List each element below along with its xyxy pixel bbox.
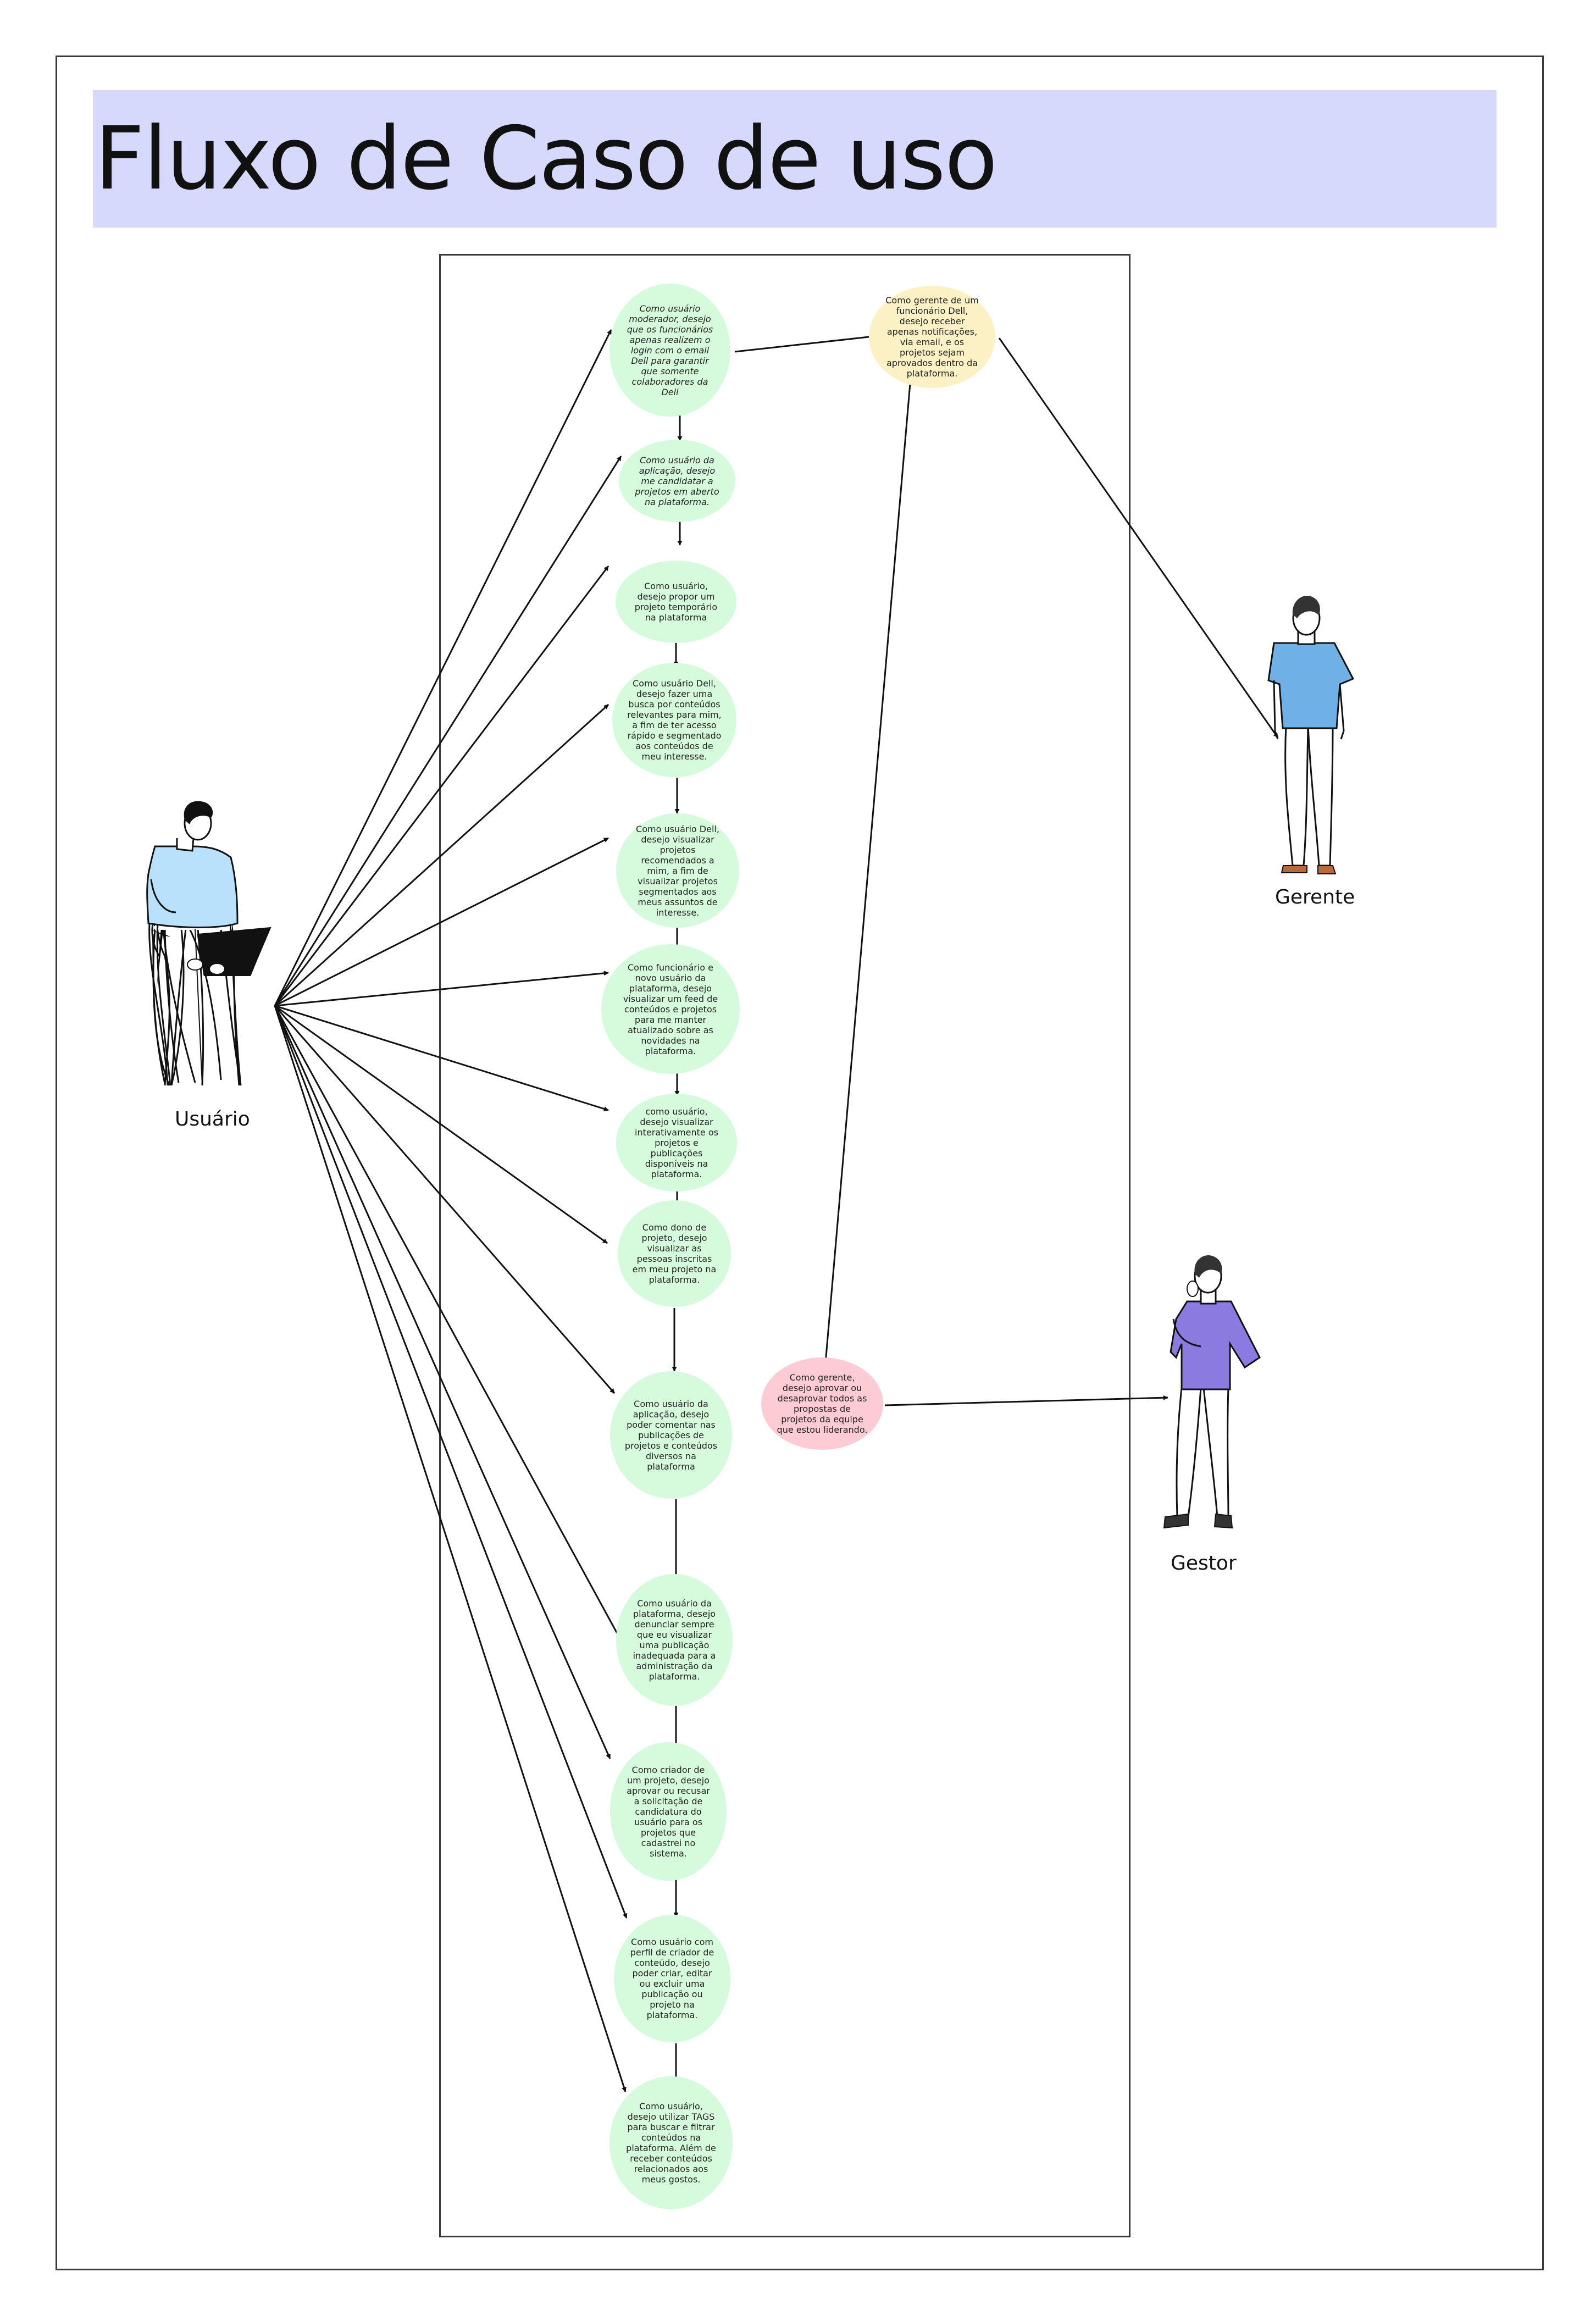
edge-usuario-use-case-4 — [274, 703, 609, 1007]
system-boundary — [439, 254, 1130, 2237]
edge-usuario-use-case-12 — [274, 1005, 628, 1919]
use-case-3[interactable]: Como usuário, desejo propor um projeto t… — [616, 561, 736, 643]
use-case-7-text: como usuário, desejo visualizar interati… — [635, 1106, 718, 1179]
use-case-gestor-approval-text: Como gerente, desejo aprovar ou desaprov… — [777, 1372, 868, 1435]
use-case-gerente-notifications[interactable]: Como gerente de um funcionário Dell, des… — [869, 286, 995, 388]
use-case-10-text: Como usuário da plataforma, desejo denun… — [633, 1598, 716, 1682]
use-case-8[interactable]: Como dono de projeto, desejo visualizar … — [618, 1200, 731, 1307]
edge-usuario-use-case-3 — [274, 566, 609, 1006]
use-case-2-text: Como usuário da aplicação, desejo me can… — [635, 455, 719, 507]
use-case-13[interactable]: Como usuário, desejo utilizar TAGS para … — [609, 2076, 733, 2209]
page-frame — [56, 56, 1544, 2270]
edge-usuario-use-case-13 — [274, 1005, 627, 2092]
use-case-7[interactable]: como usuário, desejo visualizar interati… — [616, 1094, 737, 1192]
use-case-3-text: Como usuário, desejo propor um projeto t… — [634, 581, 718, 623]
edge-usuario-use-case-2 — [274, 456, 622, 1006]
person-with-laptop-icon — [146, 801, 271, 1086]
use-case-gestor-approval[interactable]: Como gerente, desejo aprovar ou desaprov… — [761, 1357, 883, 1450]
page-title: Fluxo de Caso de uso — [95, 108, 997, 209]
edge-usuario-use-case-8 — [274, 1005, 608, 1244]
standing-man-icon — [1267, 596, 1355, 874]
use-case-9-text: Como usuário da aplicação, desejo poder … — [624, 1398, 718, 1472]
use-case-12-text: Como usuário com perfil de criador de co… — [630, 1937, 714, 2020]
use-case-2[interactable]: Como usuário da aplicação, desejo me can… — [619, 440, 735, 522]
thinking-man-icon — [1163, 1255, 1261, 1529]
edge-usuario-use-case-5 — [274, 837, 609, 1007]
use-case-11-text: Como criador de um projeto, desejo aprov… — [627, 1764, 710, 1859]
use-case-5[interactable]: Como usuário Dell, desejo visualizar pro… — [616, 813, 739, 928]
use-case-1-text: Como usuário moderador, desejo que os fu… — [627, 303, 713, 397]
actor-label-usuario: Usuário — [175, 1108, 250, 1130]
edge-usuario-use-case-9 — [274, 1005, 616, 1394]
edge-usuario-use-case-6 — [274, 971, 609, 1007]
use-case-11[interactable]: Como criador de um projeto, desejo aprov… — [610, 1742, 727, 1881]
use-case-5-text: Como usuário Dell, desejo visualizar pro… — [636, 823, 719, 918]
actor-label-gestor: Gestor — [1171, 1552, 1237, 1575]
use-case-6[interactable]: Como funcionário e novo usuário da plata… — [601, 944, 740, 1074]
edge-case1-to-gerente-case — [734, 334, 874, 353]
actor-label-gerente: Gerente — [1275, 886, 1355, 908]
edge-gerente-case-to-gestor-case — [823, 370, 912, 1364]
edge-gestor-case-to-gestor — [884, 1395, 1168, 1406]
edge-usuario-use-case-11 — [274, 1005, 611, 1759]
use-case-9[interactable]: Como usuário da aplicação, desejo poder … — [610, 1371, 732, 1499]
use-case-6-text: Como funcionário e novo usuário da plata… — [623, 962, 718, 1056]
edge-usuario-use-case-7 — [274, 1005, 609, 1111]
use-case-10[interactable]: Como usuário da plataforma, desejo denun… — [616, 1574, 733, 1706]
edge-usuario-use-case-1 — [274, 329, 612, 1006]
use-case-1[interactable]: Como usuário moderador, desejo que os fu… — [609, 284, 730, 417]
use-case-8-text: Como dono de projeto, desejo visualizar … — [632, 1222, 717, 1285]
use-case-4[interactable]: Como usuário Dell, desejo fazer uma busc… — [612, 663, 736, 777]
use-case-gerente-notifications-text: Como gerente de um funcionário Dell, des… — [885, 295, 979, 379]
use-case-13-text: Como usuário, desejo utilizar TAGS para … — [626, 2101, 716, 2185]
edge-gerente-case-to-gerente — [998, 337, 1279, 738]
use-case-4-text: Como usuário Dell, desejo fazer uma busc… — [627, 678, 722, 762]
edge-usuario-use-case-10 — [274, 1005, 622, 1641]
title-banner — [93, 90, 1497, 228]
use-case-12[interactable]: Como usuário com perfil de criador de co… — [614, 1915, 730, 2042]
